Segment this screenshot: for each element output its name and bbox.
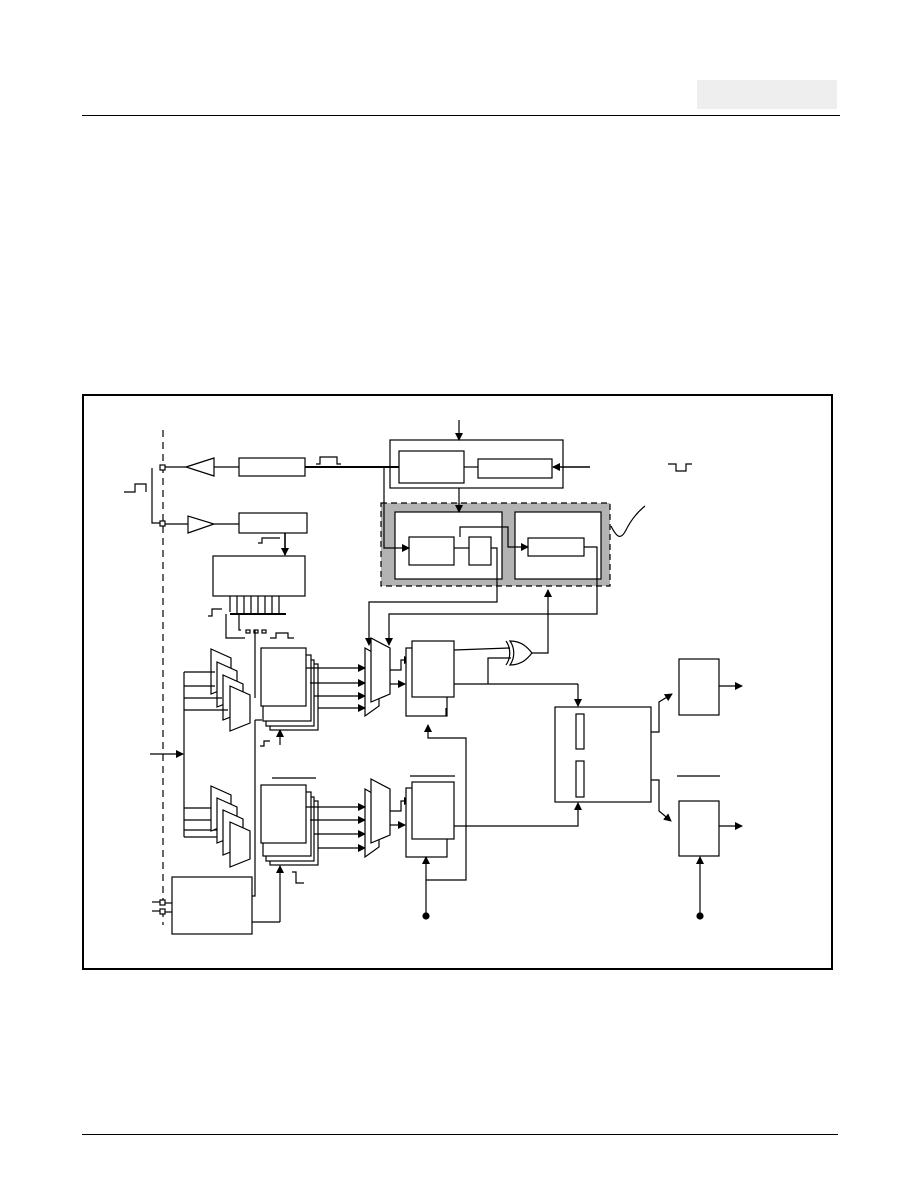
rx-buffer (187, 515, 216, 534)
tx-control-right (477, 458, 553, 479)
central-bar-bottom (575, 760, 585, 798)
pin-upper (159, 464, 166, 471)
small-boxes (245, 629, 267, 634)
tx-block (238, 457, 306, 477)
shaded-left-box (394, 511, 503, 580)
control-block (171, 876, 253, 935)
central-bar-top (575, 713, 585, 750)
header-rule (82, 115, 840, 116)
register-taps (229, 596, 280, 614)
pin-lower (159, 520, 166, 527)
pulse-waveform-right (668, 463, 692, 472)
xor-gate (508, 640, 533, 666)
pin-bottom-1 (159, 899, 166, 906)
upper-bus-arrows (306, 664, 366, 712)
lower-register-stack (260, 784, 319, 866)
upper-register-stack (260, 647, 319, 731)
lower-data-register (411, 781, 455, 840)
pulse-waveform-left (124, 483, 147, 493)
upper-data-register (411, 640, 455, 698)
pin-bottom-2 (159, 908, 166, 915)
signal-squiggle (610, 505, 646, 537)
tx-control-left (398, 450, 465, 484)
tx-control-outer (389, 439, 564, 489)
rx-block (238, 512, 308, 534)
footer-rule (82, 1134, 838, 1135)
upper-mux-stack (210, 648, 251, 732)
node-dot-center (422, 912, 430, 920)
central-block (554, 706, 652, 803)
diagram-frame (82, 394, 833, 970)
inner-box-b (468, 536, 492, 566)
node-dot-right (696, 912, 704, 920)
shift-register-block (212, 555, 306, 597)
shaded-right-box (514, 511, 602, 580)
lower-mux-stack (210, 785, 251, 868)
tx-buffer (184, 457, 215, 477)
pulse-waveform-rx (258, 537, 280, 544)
left-bus-taps (184, 671, 228, 838)
output-block-lower (678, 800, 720, 857)
lower-bus-arrows (306, 803, 366, 852)
output-block-upper (678, 658, 720, 716)
pulse-waveform-tx (316, 456, 341, 465)
header-badge (697, 80, 837, 109)
